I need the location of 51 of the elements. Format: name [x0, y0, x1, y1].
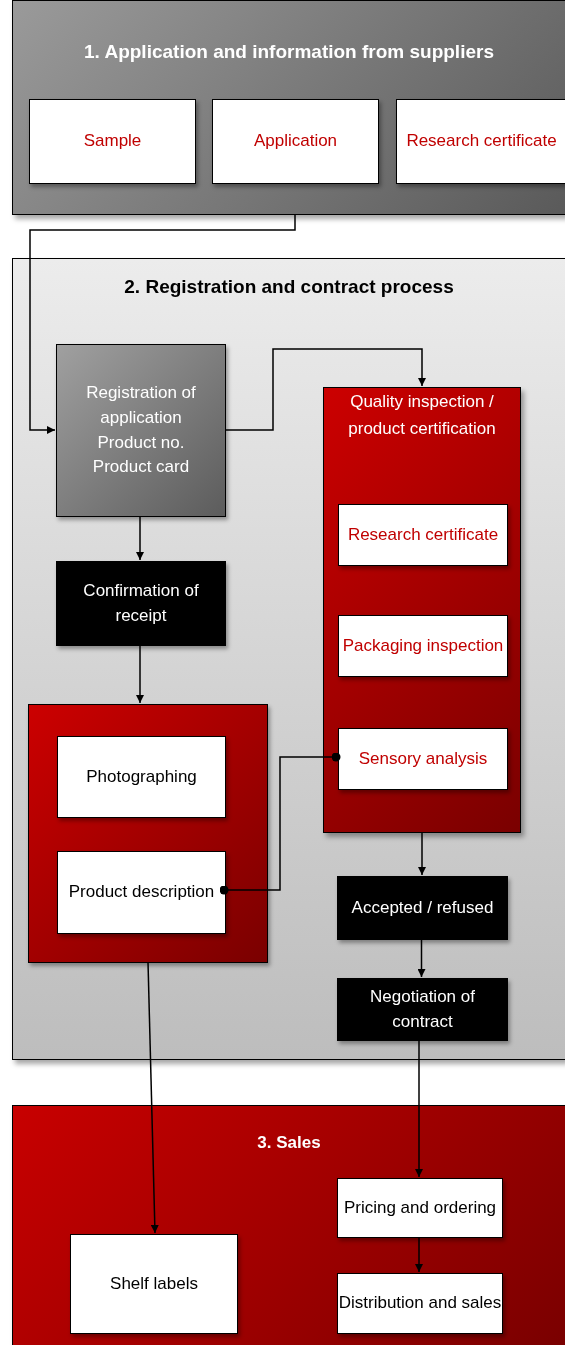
box-label: Product description: [68, 881, 215, 904]
section-title: 2. Registration and contract process: [123, 275, 455, 299]
box-label: Photographing: [86, 765, 197, 788]
section-title: 1. Application and information from suppliers: [83, 40, 495, 64]
arrow: [147, 961, 159, 1234]
group-box: [28, 704, 268, 963]
process-box: [57, 736, 226, 818]
box-label: Confirmation of receipt: [82, 579, 200, 627]
process-box: [396, 99, 565, 184]
box-label: Research certificate: [347, 523, 499, 546]
box-label: Registration of application: [85, 382, 197, 429]
process-box: [56, 344, 226, 517]
process-group-box: [323, 387, 521, 833]
process-box: [337, 1178, 503, 1238]
box-label: Pricing and ordering: [343, 1196, 497, 1219]
box-label: Research certificate: [406, 130, 557, 153]
connector: [219, 752, 341, 895]
box-label: Application: [253, 130, 338, 153]
box-label: Sensory analysis: [358, 747, 488, 770]
process-box: [29, 99, 196, 184]
arrow: [224, 348, 426, 431]
process-box: [337, 876, 508, 940]
box-label: Quality inspection / product certification: [347, 391, 497, 441]
arrow: [136, 644, 144, 704]
box-label: Packaging inspection: [342, 634, 504, 657]
arrow: [415, 1039, 423, 1178]
process-box: [212, 99, 379, 184]
process-box: [337, 1273, 503, 1334]
process-box: [337, 978, 508, 1041]
arrow: [417, 938, 426, 978]
section-panel: [12, 1105, 565, 1345]
process-box: [338, 615, 508, 677]
arrow: [136, 515, 144, 561]
box-label: Product no.: [97, 431, 185, 454]
arrow: [415, 1236, 423, 1273]
process-box: [338, 728, 508, 790]
box-label: Product card: [92, 456, 190, 479]
section-title: 3. Sales: [256, 1132, 322, 1154]
section-panel: [12, 258, 565, 1060]
process-box: [338, 504, 508, 566]
box-label: Shelf labels: [110, 1272, 198, 1295]
box-label: Sample: [83, 130, 142, 153]
arrow: [29, 214, 296, 434]
process-box: [70, 1234, 238, 1334]
box-label: Accepted / refused: [351, 896, 494, 919]
process-box: [57, 851, 226, 934]
process-box: [56, 561, 226, 646]
box-label: Negotiation of contract: [369, 985, 476, 1033]
section-panel: [12, 0, 565, 215]
box-label: Distribution and sales: [338, 1292, 502, 1315]
arrow: [418, 831, 426, 876]
